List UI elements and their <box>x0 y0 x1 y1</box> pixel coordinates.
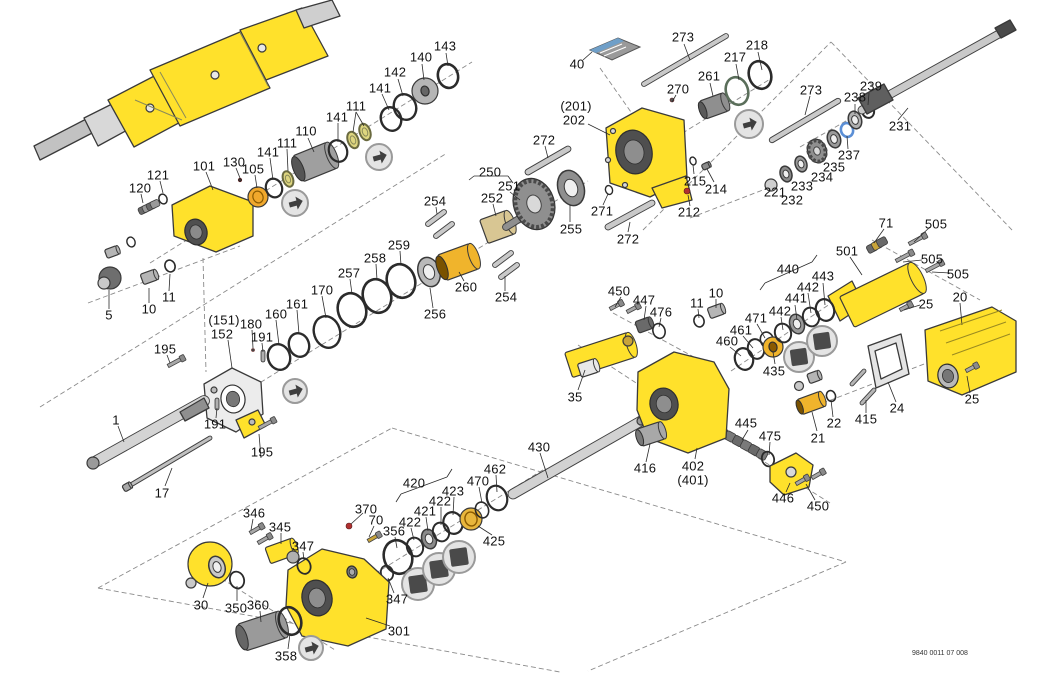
assembly-note-icon <box>734 109 764 139</box>
cup-seal-face-icon <box>442 540 476 574</box>
assembly-note-icon <box>298 635 324 661</box>
label-sticker <box>588 37 642 61</box>
parts-drawing <box>33 0 1017 673</box>
drawing-number: 9840 0011 07 008 <box>912 650 968 657</box>
assembly-note-icon <box>282 378 308 404</box>
assembly-note-icon <box>281 189 309 217</box>
cup-seal-face-icon <box>783 341 815 373</box>
cup-seal-face-icon <box>806 325 838 357</box>
assembly-note-icon <box>365 143 393 171</box>
